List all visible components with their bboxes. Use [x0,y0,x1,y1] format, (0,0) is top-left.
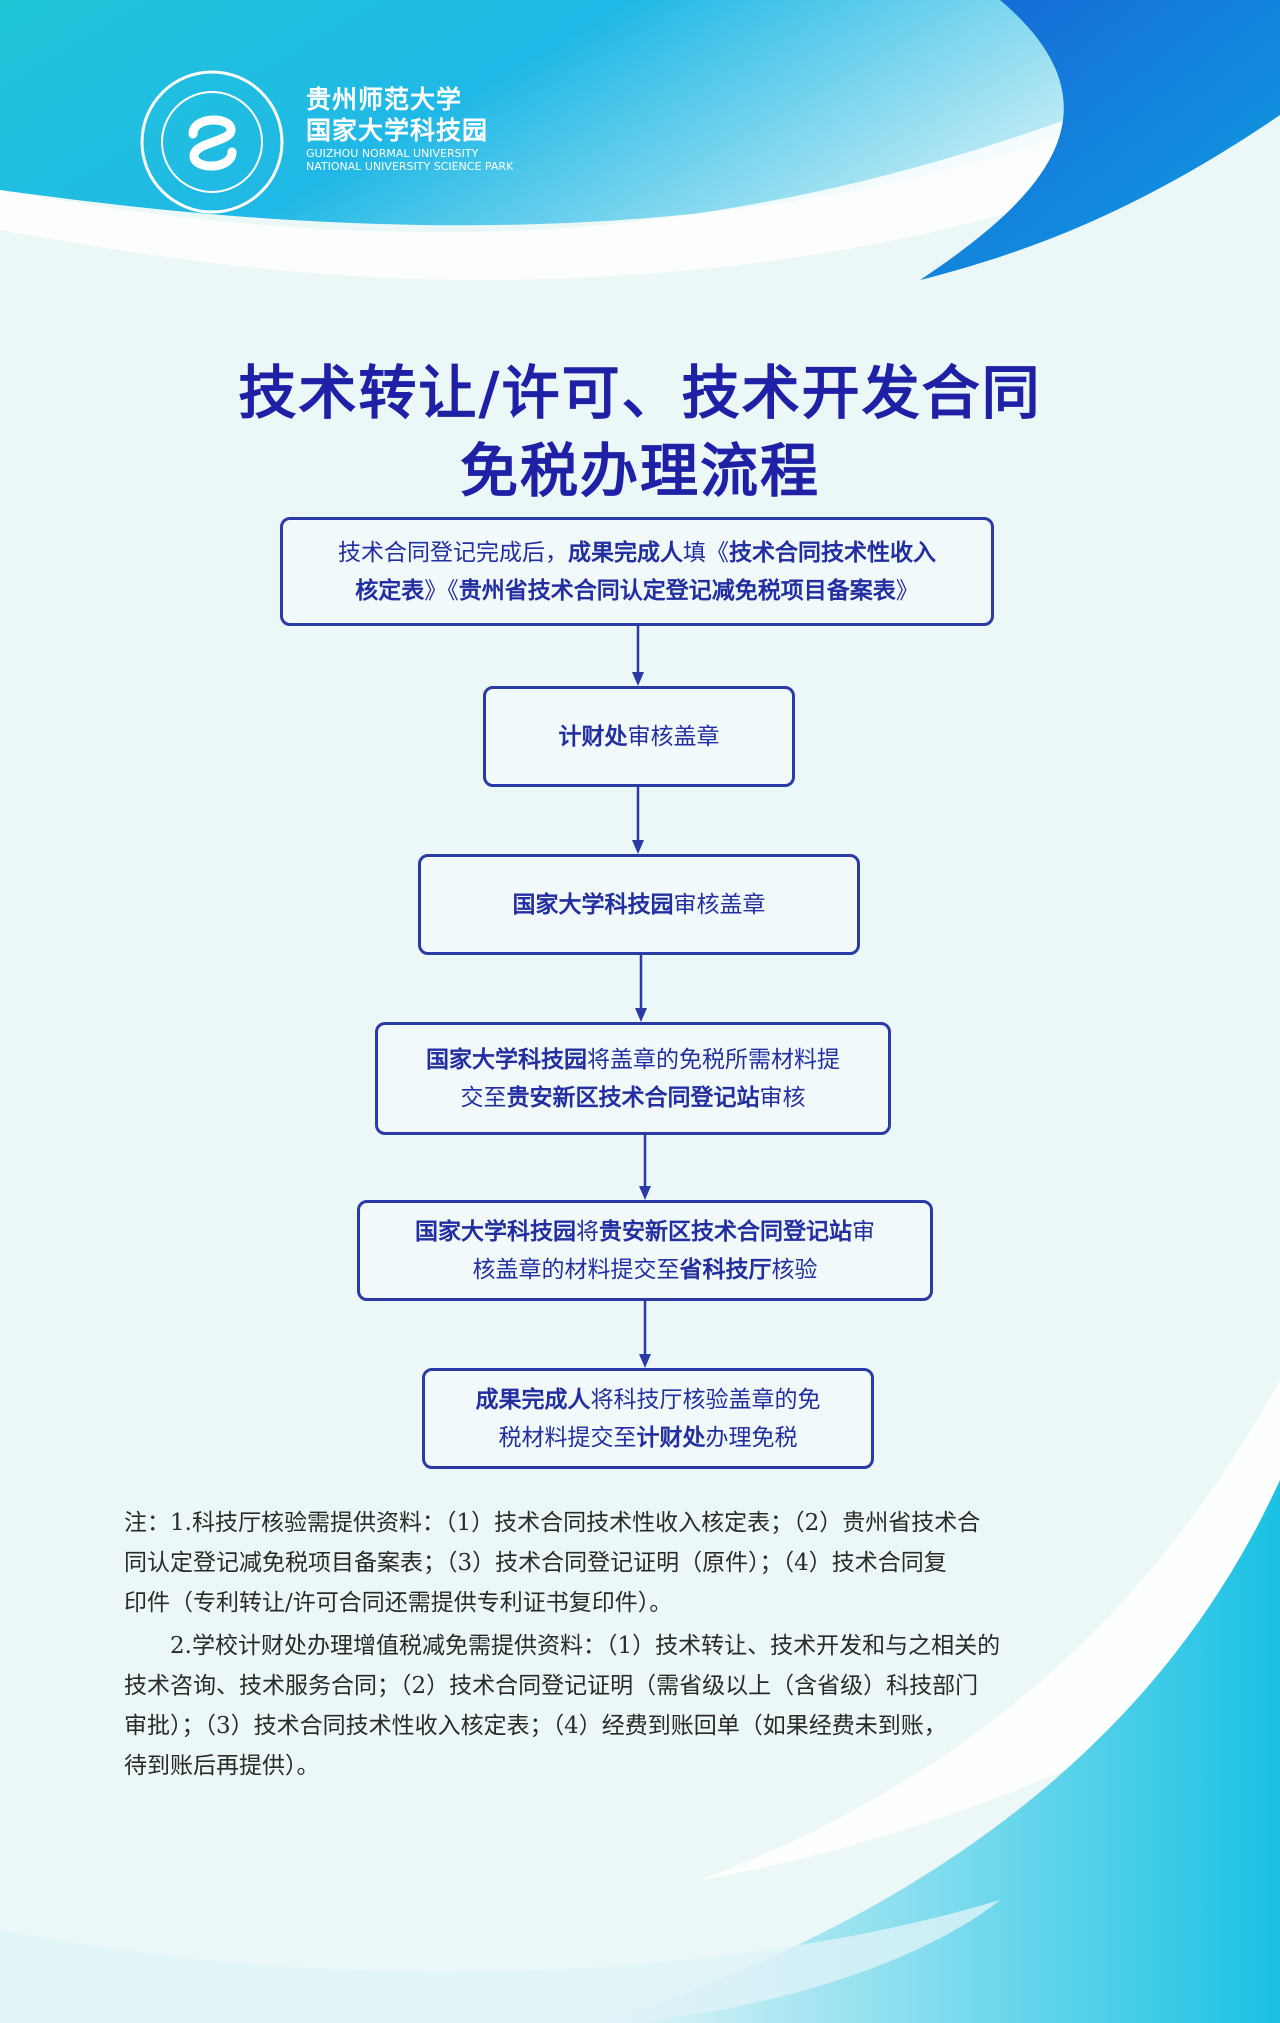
flow-step-2-text: 计财处审核盖章 [558,723,720,750]
page-title-line2: 免税办理流程 [459,437,820,505]
org-name-en-line2: NATIONAL UNIVERSITY SCIENCE PARK [306,160,514,173]
flow-step-6-line2: 税材料提交至计财处办理免税 [498,1424,798,1451]
note-2-line3: 审批）；（3）技术合同技术性收入核定表；（4）经费到账回单（如果经费未到账， [124,1713,947,1739]
flow-step-1-line2: 核定表》《贵州省技术合同认定登记减免税项目备案表》 [355,577,919,604]
flow-step-6: 成果完成人将科技厅核验盖章的免 税材料提交至计财处办理免税 [422,1368,874,1469]
flow-step-5-line2: 核盖章的材料提交至省科技厅核验 [472,1256,818,1283]
note-1-line2: 同认定登记减免税项目备案表；（3）技术合同登记证明（原件）；（4）技术合同复 [124,1550,947,1576]
page-title-line1: 技术转让/许可、技术开发合同 [238,359,1042,427]
flow-step-5: 国家大学科技园将贵安新区技术合同登记站审 核盖章的材料提交至省科技厅核验 [357,1200,933,1301]
flow-step-2: 计财处审核盖章 [483,686,795,787]
org-name-cn-line1: 贵州师范大学 [306,85,463,114]
flow-step-4-line1: 国家大学科技园将盖章的免税所需材料提 [426,1046,840,1073]
note-2-line1: 2.学校计财处办理增值税减免需提供资料：（1）技术转让、技术开发和与之相关的 [124,1633,1001,1659]
note-2: 2.学校计财处办理增值税减免需提供资料：（1）技术转让、技术开发和与之相关的 技… [124,1626,1124,1786]
org-name-cn-line2: 国家大学科技园 [306,116,489,145]
university-logo [140,70,284,214]
flow-step-1: 技术合同登记完成后，成果完成人填《技术合同技术性收入 核定表》《贵州省技术合同认… [280,517,994,626]
note-2-line2: 技术咨询、技术服务合同；（2）技术合同登记证明（需省级以上（含省级）科技部门 [124,1673,979,1699]
flow-step-1-line1: 技术合同登记完成后，成果完成人填《技术合同技术性收入 [338,539,936,566]
flow-step-4-line2: 交至贵安新区技术合同登记站审核 [460,1084,806,1111]
flow-step-3: 国家大学科技园审核盖章 [418,854,860,955]
flow-step-4: 国家大学科技园将盖章的免税所需材料提 交至贵安新区技术合同登记站审核 [375,1022,891,1135]
flow-step-6-line1: 成果完成人将科技厅核验盖章的免 [475,1386,821,1413]
flow-step-5-line1: 国家大学科技园将贵安新区技术合同登记站审 [415,1218,875,1245]
flow-step-3-text: 国家大学科技园审核盖章 [512,891,766,918]
note-1: 注：1.科技厅核验需提供资料：（1）技术合同技术性收入核定表；（2）贵州省技术合… [124,1503,1124,1623]
note-1-line1: 注：1.科技厅核验需提供资料：（1）技术合同技术性收入核定表；（2）贵州省技术合 [124,1510,981,1536]
note-1-line3: 印件（专利转让/许可合同还需提供专利证书复印件）。 [124,1590,673,1616]
note-2-line4: 待到账后再提供）。 [124,1753,320,1779]
org-name-en-line1: GUIZHOU NORMAL UNIVERSITY [306,147,479,160]
